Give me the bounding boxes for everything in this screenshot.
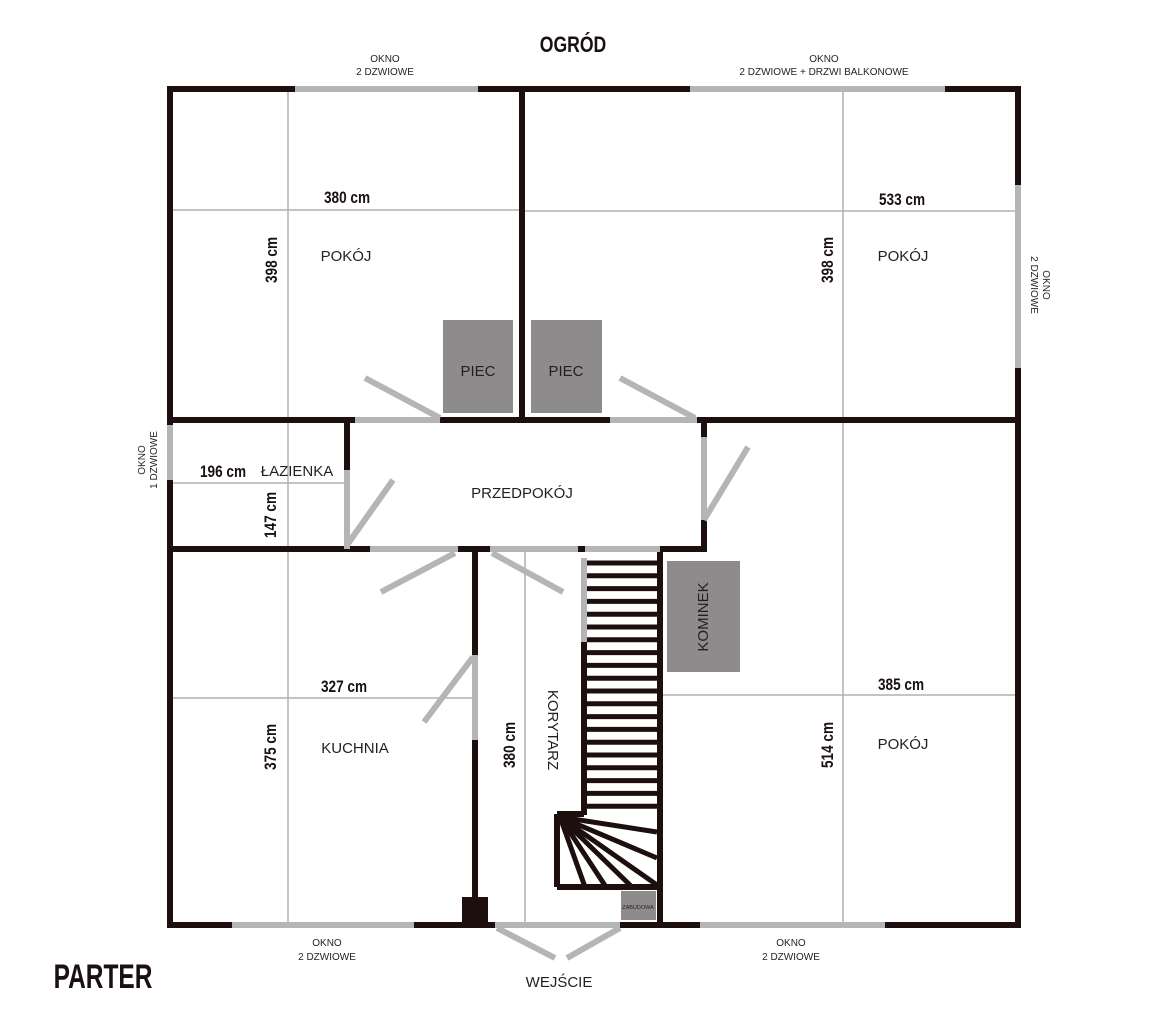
dimension-label: 147 cm [262, 492, 281, 538]
window-label: OKNO [370, 54, 400, 65]
room-name: KUCHNIA [321, 740, 389, 757]
stair-step [558, 815, 634, 889]
pillar [462, 897, 488, 925]
dimension-label: 398 cm [263, 237, 282, 283]
garden-label: OGRÓD [540, 31, 606, 58]
stove-1 [443, 320, 513, 413]
dimension-label: 385 cm [878, 676, 924, 695]
dimension-label: 196 cm [200, 463, 246, 482]
room-name: KORYTARZ [544, 690, 561, 770]
fireplace [667, 561, 740, 672]
walls [167, 86, 1021, 928]
stove-2 [531, 320, 602, 413]
dimension-label: 533 cm [879, 191, 925, 210]
window-label: 2 DZWIOWE [1028, 256, 1039, 314]
stair-step [557, 816, 588, 888]
fireplace-label: KOMINEK [695, 582, 712, 651]
dimension-label: 380 cm [324, 189, 370, 208]
entrance-label: WEJŚCIE [526, 973, 593, 991]
window-label: OKNO [776, 938, 806, 949]
room-name: ŁAZIENKA [261, 463, 334, 480]
room-name: POKÓJ [321, 248, 372, 265]
window-label: 1 DZWIOWE [149, 431, 160, 489]
stair-step [559, 814, 658, 835]
dimension-label: 514 cm [819, 722, 838, 768]
window-label: 2 DZWIOWE [356, 67, 414, 78]
cabinet-label: ZABUDOWA [622, 905, 654, 911]
dimension-label: 375 cm [262, 724, 281, 770]
window-label: 2 DZWIOWE [762, 952, 820, 963]
dimension-lines [170, 89, 1018, 925]
openings [167, 86, 1021, 961]
room-name: POKÓJ [878, 736, 929, 753]
room-name: PRZEDPOKÓJ [471, 485, 573, 502]
stove-label: PIEC [548, 363, 583, 380]
dimension-label: 398 cm [819, 237, 838, 283]
cabinet [621, 891, 656, 920]
stove-label: PIEC [460, 363, 495, 380]
window-label: OKNO [1040, 270, 1051, 300]
dimension-label: 380 cm [501, 722, 520, 768]
window-label: OKNO [809, 54, 839, 65]
window-label: 2 DZWIOWE [298, 952, 356, 963]
stair-step [559, 814, 658, 861]
staircase [554, 560, 660, 890]
window-label: OKNO [137, 445, 148, 475]
stair-step [557, 815, 609, 889]
stair-step [558, 814, 659, 888]
window-label: 2 DZWIOWE + DRZWI BALKONOWE [739, 67, 909, 78]
floor-label: PARTER [54, 958, 153, 996]
dimension-label: 327 cm [321, 678, 367, 697]
room-name: POKÓJ [878, 248, 929, 265]
window-label: OKNO [312, 938, 342, 949]
